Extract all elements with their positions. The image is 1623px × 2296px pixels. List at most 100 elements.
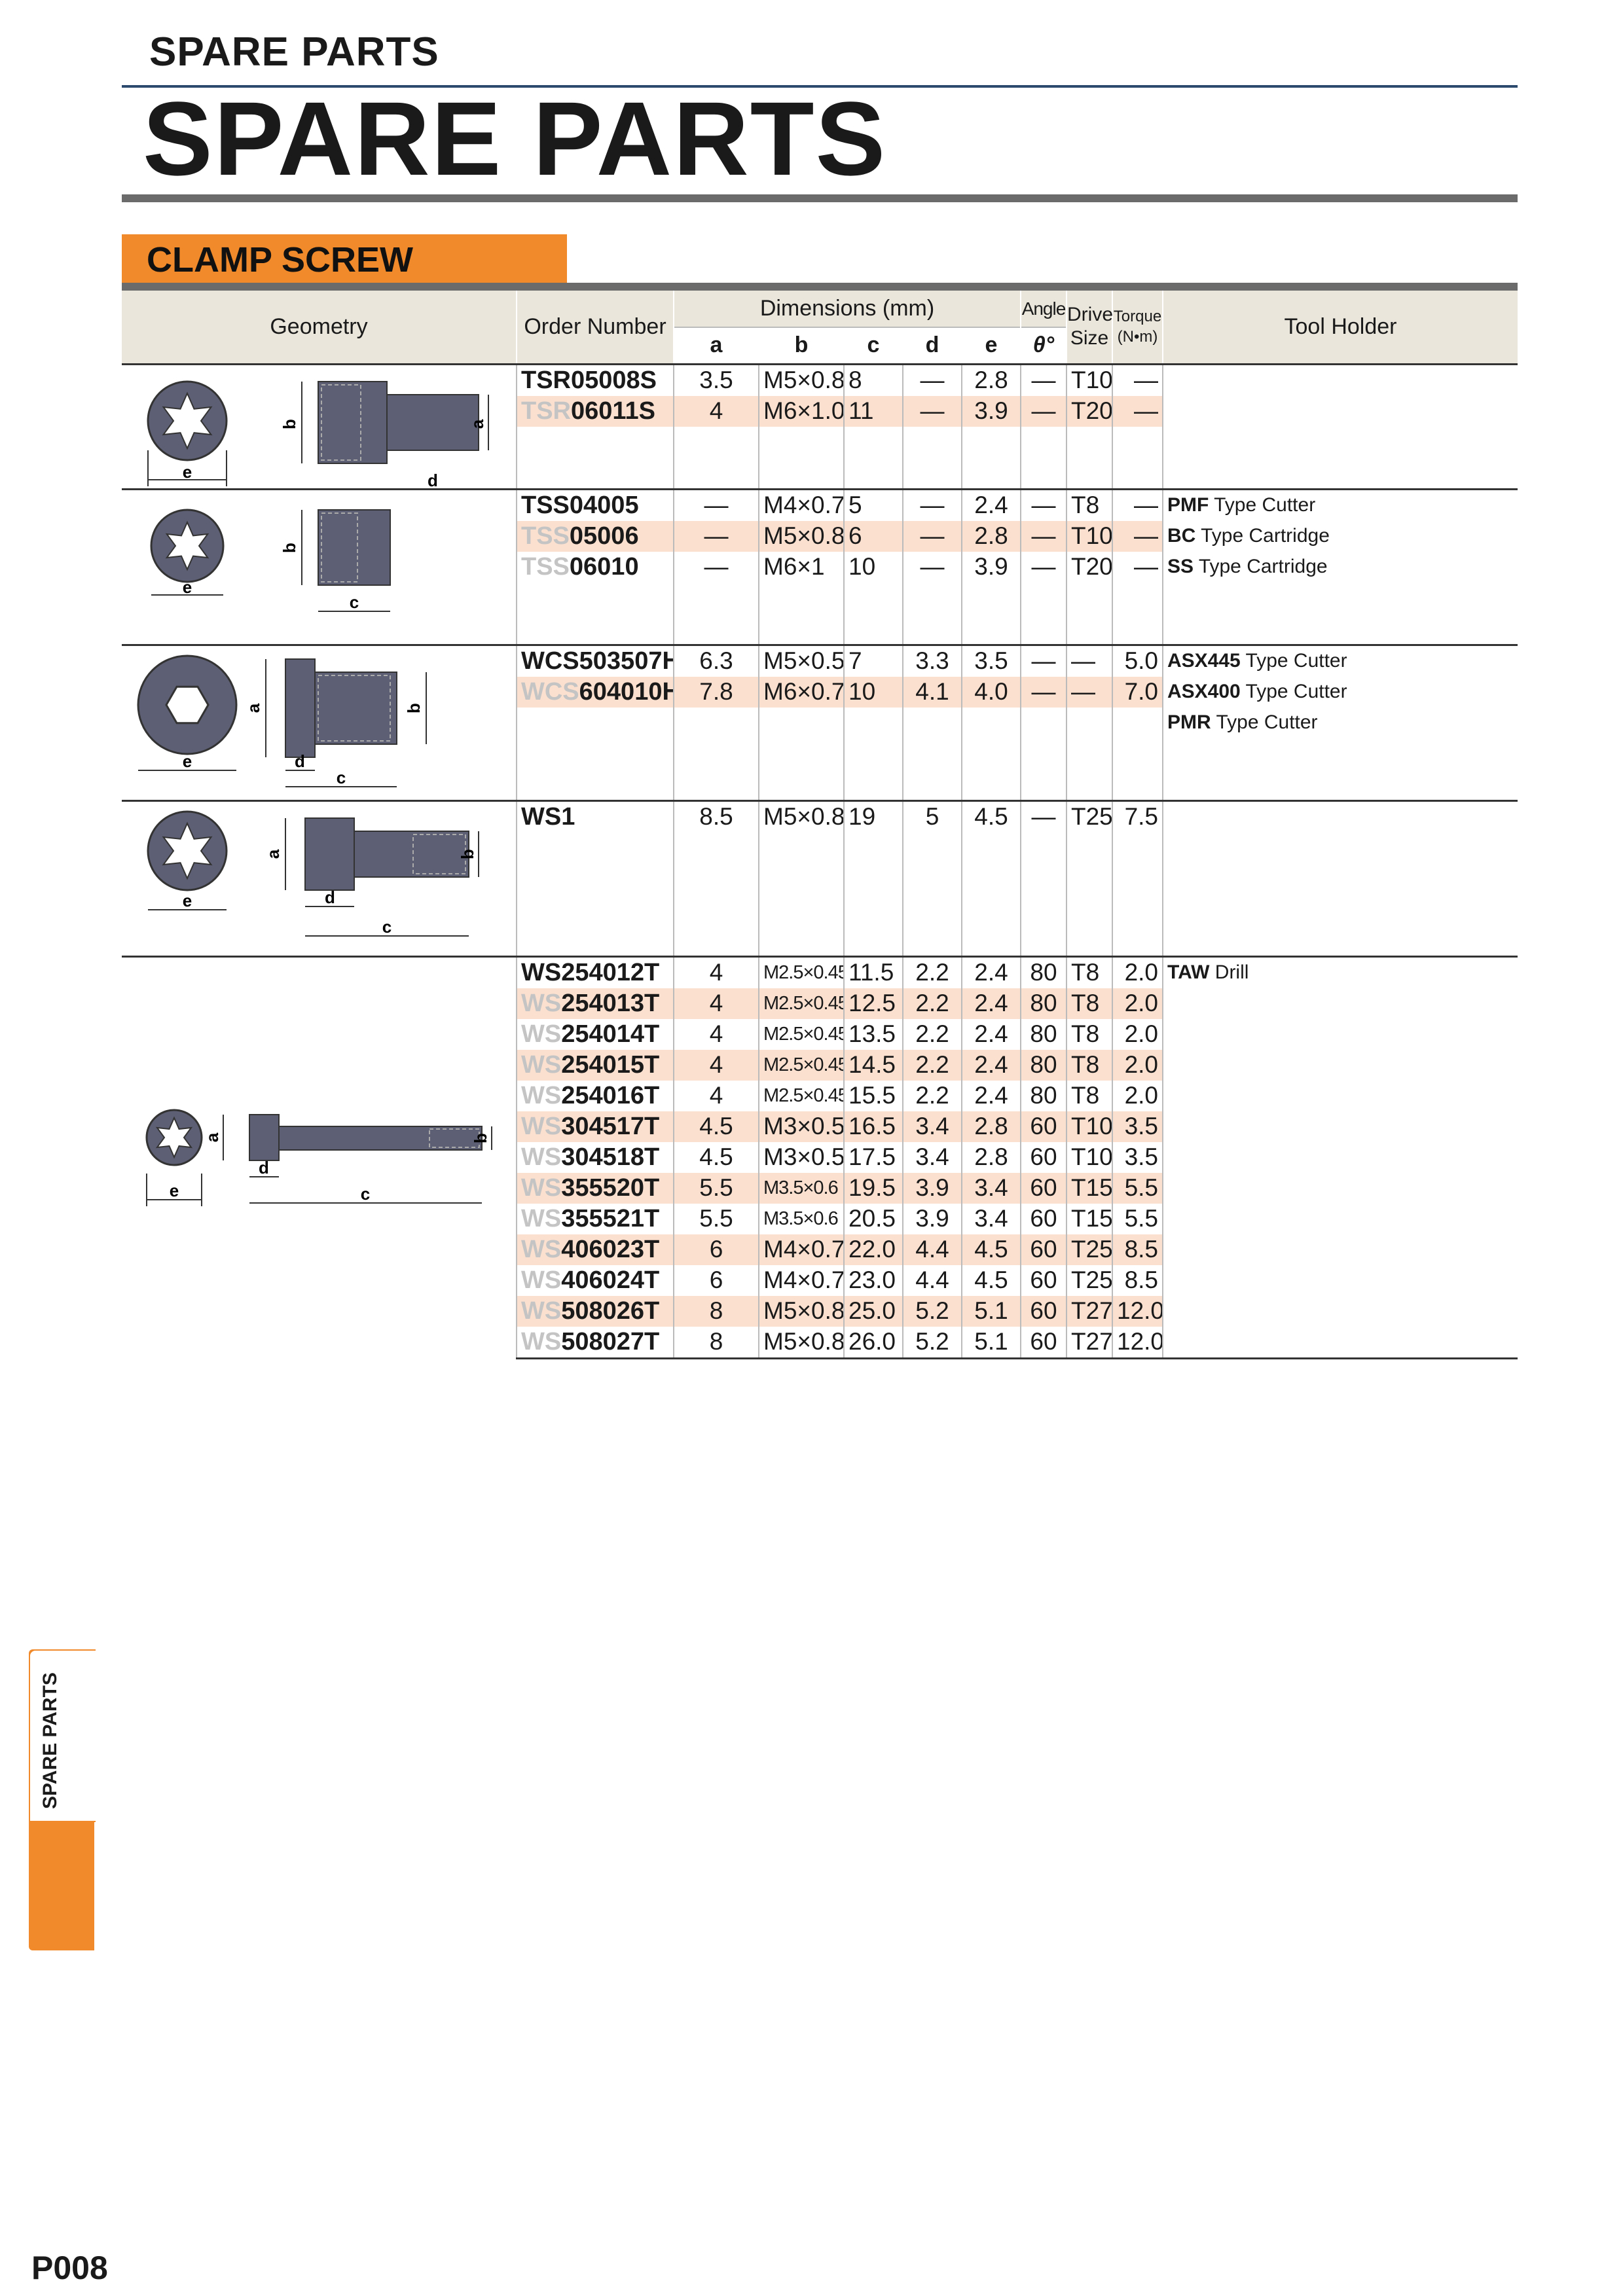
order-number-prefix: WS xyxy=(521,1327,562,1355)
cell-torque xyxy=(1112,582,1163,613)
cell-tool-holder xyxy=(1162,1049,1518,1081)
holder-type-code: TAW xyxy=(1167,961,1210,983)
holder-type-code: PMR xyxy=(1167,711,1211,733)
cell-b: M5×0.8 xyxy=(758,520,844,552)
order-number-suffix: 254014T xyxy=(561,1020,660,1048)
cell-angle xyxy=(1020,924,1067,956)
cell-d xyxy=(902,893,962,925)
cell-d: 2.2 xyxy=(902,955,962,988)
cell-c: 13.5 xyxy=(843,1018,903,1050)
cell-d: 5.2 xyxy=(902,1295,962,1327)
cell-e xyxy=(961,863,1021,894)
dimension-label: b xyxy=(280,543,299,553)
cell-d: 3.4 xyxy=(902,1111,962,1142)
cell-d: — xyxy=(902,363,962,396)
torx-star xyxy=(162,821,213,880)
cell-a: 4 xyxy=(673,988,759,1019)
cell-d: 4.1 xyxy=(902,676,962,708)
order-number-suffix: 254012T xyxy=(561,958,660,986)
cell-b: M5×0.8 xyxy=(758,799,844,833)
order-number-suffix: 355520T xyxy=(561,1174,660,1202)
holder-type-text: Type Cartridge xyxy=(1194,556,1328,577)
table-row: PMR Type Cutter xyxy=(122,707,1518,738)
cell-torque: 5.0 xyxy=(1112,643,1163,677)
cell-e xyxy=(961,738,1021,769)
cell-a: 8 xyxy=(673,1295,759,1327)
cell-a: 4 xyxy=(673,1018,759,1050)
order-number: TSS04005 xyxy=(516,488,674,521)
cell-angle: — xyxy=(1020,520,1067,552)
cell-a: 5.5 xyxy=(673,1203,759,1234)
cell-c xyxy=(843,924,903,956)
order-number-suffix: 406023T xyxy=(561,1235,660,1263)
cell-c xyxy=(843,707,903,738)
cell-e: 4.5 xyxy=(961,1265,1021,1296)
table-row xyxy=(122,924,1518,956)
cell-a: 4 xyxy=(673,1049,759,1081)
cell-d: 2.2 xyxy=(902,1018,962,1050)
cell-d: — xyxy=(902,395,962,427)
cell-a: — xyxy=(673,488,759,521)
cell-drive xyxy=(1066,832,1112,863)
cell-a xyxy=(673,457,759,489)
cell-a xyxy=(673,924,759,956)
cell-d: 2.2 xyxy=(902,1080,962,1111)
cell-tool-holder: ASX400 Type Cutter xyxy=(1162,676,1518,708)
order-number-suffix: 254013T xyxy=(561,989,660,1017)
section-tab xyxy=(122,234,567,285)
order-number-suffix: 508027T xyxy=(561,1327,660,1355)
col-e: e xyxy=(961,327,1021,364)
cell-a: 5.5 xyxy=(673,1172,759,1204)
cell-angle: 60 xyxy=(1020,1234,1067,1265)
col-torque: Torque (N•m) xyxy=(1112,291,1163,364)
cell-tool-holder: BC Type Cartridge xyxy=(1162,520,1518,552)
cell-e: 2.4 xyxy=(961,1018,1021,1050)
cell-c: 22.0 xyxy=(843,1234,903,1265)
cell-a xyxy=(673,582,759,613)
order-number: WS254015T xyxy=(516,1049,674,1081)
order-number-suffix: 508026T xyxy=(561,1297,660,1325)
cell-torque: 8.5 xyxy=(1112,1234,1163,1265)
order-number-suffix: 254015T xyxy=(561,1050,660,1079)
order-number-prefix: WS xyxy=(521,1266,562,1294)
dimension-label: a xyxy=(244,703,263,713)
cell-tool-holder xyxy=(1162,893,1518,925)
cell-angle xyxy=(1020,832,1067,863)
cell-e xyxy=(961,832,1021,863)
cell-b xyxy=(758,832,844,863)
order-number xyxy=(516,768,674,800)
cell-d: 3.3 xyxy=(902,643,962,677)
cell-c xyxy=(843,426,903,457)
holder-type-code: PMF xyxy=(1167,494,1209,516)
cell-torque: 8.5 xyxy=(1112,1265,1163,1296)
cell-d xyxy=(902,707,962,738)
dimension-label: e xyxy=(183,751,192,771)
cell-torque: — xyxy=(1112,363,1163,396)
hex-socket xyxy=(165,685,210,724)
cell-b: M5×0.8 xyxy=(758,363,844,396)
cell-d: 4.4 xyxy=(902,1234,962,1265)
cell-c xyxy=(843,457,903,489)
cell-d: 3.9 xyxy=(902,1203,962,1234)
cell-b xyxy=(758,738,844,769)
cell-e: 2.4 xyxy=(961,488,1021,521)
cell-angle: — xyxy=(1020,363,1067,396)
cell-a xyxy=(673,863,759,894)
cell-b xyxy=(758,457,844,489)
cell-angle: 80 xyxy=(1020,1049,1067,1081)
cell-b: M5×0.8 xyxy=(758,1326,844,1359)
cell-torque xyxy=(1112,832,1163,863)
cell-drive xyxy=(1066,582,1112,613)
cell-tool-holder xyxy=(1162,768,1518,800)
cell-drive: T10 xyxy=(1066,1141,1112,1173)
cell-b xyxy=(758,924,844,956)
cell-d xyxy=(902,613,962,645)
cell-c: 7 xyxy=(843,643,903,677)
